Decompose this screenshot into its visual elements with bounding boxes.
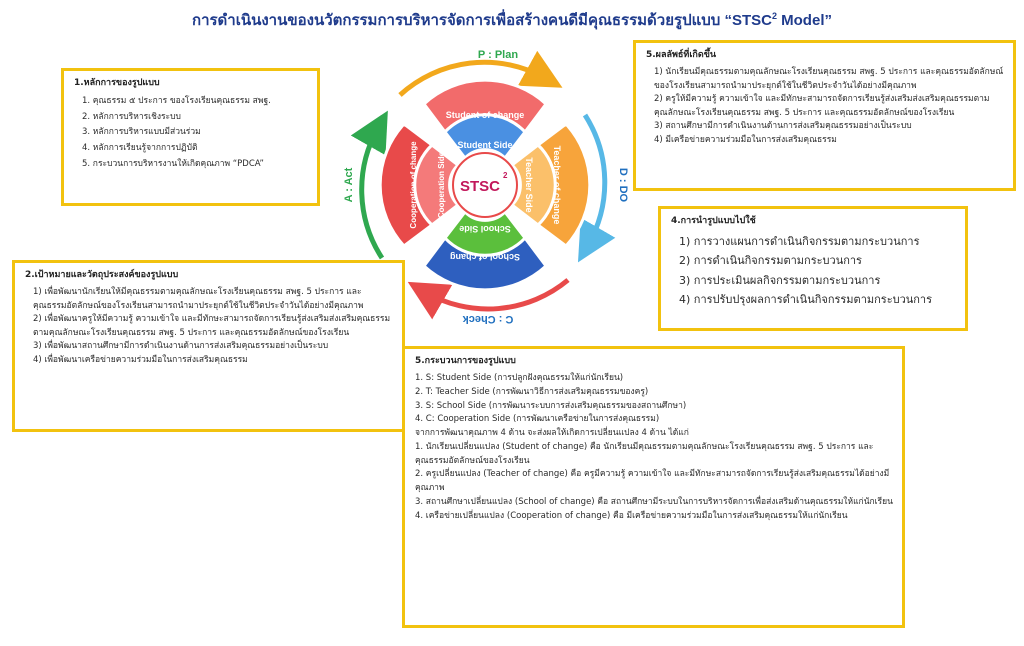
application-item: 2) การดำเนินกิจกรรมตามกระบวนการ [679,254,862,268]
plan-label: P : Plan [478,49,518,61]
center-label-sup: 2 [503,171,508,180]
outcome-item: 4) มีเครือข่ายความร่วมมือในการส่งเสริมคุ… [654,135,837,146]
label-top-outer: Student of change [446,110,525,120]
principles-box: 1.หลักการของรูปแบบ 1. คุณธรรม ๕ ประการ ข… [61,68,320,206]
label-right-inner: Teacher Side [524,157,534,212]
application-box: 4.การนำรูปแบบไปใช้ 1) การวางแผนการดำเนิน… [658,206,968,331]
act-label: A : Act [343,167,355,202]
label-left-inner: Cooperation Side [437,151,446,218]
do-label: D : DO [617,168,629,203]
process-item: 1. นักเรียนเปลี่ยนแปลง (Student of chang… [415,441,874,466]
goal-item: 3) เพื่อพัฒนาสถานศึกษามีการดำเนินงานด้าน… [33,341,329,352]
label-right-outer: Teacher of change [552,146,562,225]
principle-item: 5. กระบวนการบริหารงานให้เกิดคุณภาพ “PDCA… [82,158,264,169]
process-item: 4. C: Cooperation Side (การพัฒนาเครือข่า… [415,414,660,425]
outcome-item: 2) ครูให้มีความรู้ ความเข้าใจ และมีทักษะ… [654,94,990,118]
label-top-inner: Student Side [457,140,512,150]
goals-heading: 2.เป้าหมายและวัตถุประสงค์ของรูปแบบ [25,270,179,280]
quadrant-left-inner [413,143,461,227]
process-item: 2. T: Teacher Side (การพัฒนาวิธีการส่งเส… [415,386,649,397]
goals-box: 2.เป้าหมายและวัตถุประสงค์ของรูปแบบ 1) เพ… [12,260,405,432]
application-item: 3) การประเมินผลกิจกรรมตามกระบวนการ [679,273,881,287]
act-arrow [350,110,388,260]
label-left-outer: Cooperation of change [409,141,418,229]
quadrant-bottom-inner [443,209,527,257]
application-item: 4) การปรับปรุงผลการดำเนินกิจกรรมตามกระบว… [679,292,933,306]
label-bottom-inner: School Side [459,224,511,234]
process-item: จากการพัฒนาคุณภาพ 4 ด้าน จะส่งผลให้เกิดก… [415,428,689,439]
check-label: C : Check [462,313,514,325]
process-item: 1. S: Student Side (การปลูกฝังคุณธรรมให้… [415,373,624,384]
process-heading: 5.กระบวนการของรูปแบบ [415,356,516,366]
center-label: STSC [460,178,500,195]
quadrant-right-inner [509,143,557,227]
principle-item: 2. หลักการบริหารเชิงระบบ [82,111,181,122]
application-heading: 4.การนำรูปแบบไปใช้ [671,216,756,226]
goal-item: 2) เพื่อพัฒนาครูให้มีความรู้ ความเข้าใจ … [33,314,391,338]
process-item: 3. สถานศึกษาเปลี่ยนแปลง (School of chang… [415,496,893,507]
plan-arrow [398,50,563,97]
outcome-item: 1) นักเรียนมีคุณธรรมตามคุณลักษณะโรงเรียน… [654,67,1004,91]
quadrant-top-inner [443,113,527,161]
process-item: 2. ครูเปลี่ยนแปลง (Teacher of change) คื… [415,469,890,494]
center-circle [452,152,518,218]
process-box: 5.กระบวนการของรูปแบบ 1. S: Student Side … [402,346,905,628]
outcomes-heading: 5.ผลลัพธ์ที่เกิดขึ้น [646,50,717,60]
outcome-item: 3) สถานศึกษามีการดำเนินงานด้านการส่งเสริ… [654,121,912,132]
label-bottom-outer: School of chang [450,252,520,262]
application-item: 1) การวางแผนการดำเนินกิจกรรมตามกระบวนการ [679,235,920,249]
goal-item: 1) เพื่อพัฒนานักเรียนให้มีคุณธรรมตามคุณล… [33,287,364,311]
principle-item: 3. หลักการบริหารแบบมีส่วนร่วม [82,127,201,138]
principle-item: 4. หลักการเรียนรู้จากการปฏิบัติ [82,143,198,154]
goal-item: 4) เพื่อพัฒนาเครือข่ายความร่วมมือในการส่… [33,355,248,366]
process-item: 3. S: School Side (การพัฒนาระบบการส่งเสร… [415,400,687,411]
pdca-cycle-diagram: STSC 2 Student Side Teacher Side School … [343,49,629,325]
outcomes-box: 5.ผลลัพธ์ที่เกิดขึ้น 1) นักเรียนมีคุณธรร… [633,40,1016,191]
page-title: การดำเนินงานของนวัตกรรมการบริหารจัดการเพ… [192,11,832,29]
do-arrow [578,113,616,263]
check-arrow [407,278,570,320]
principles-heading: 1.หลักการของรูปแบบ [74,78,160,88]
process-item: 4. เครือข่ายเปลี่ยนแปลง (Cooperation of … [415,510,848,521]
principle-item: 1. คุณธรรม ๕ ประการ ของโรงเรียนคุณธรรม ส… [82,96,271,107]
